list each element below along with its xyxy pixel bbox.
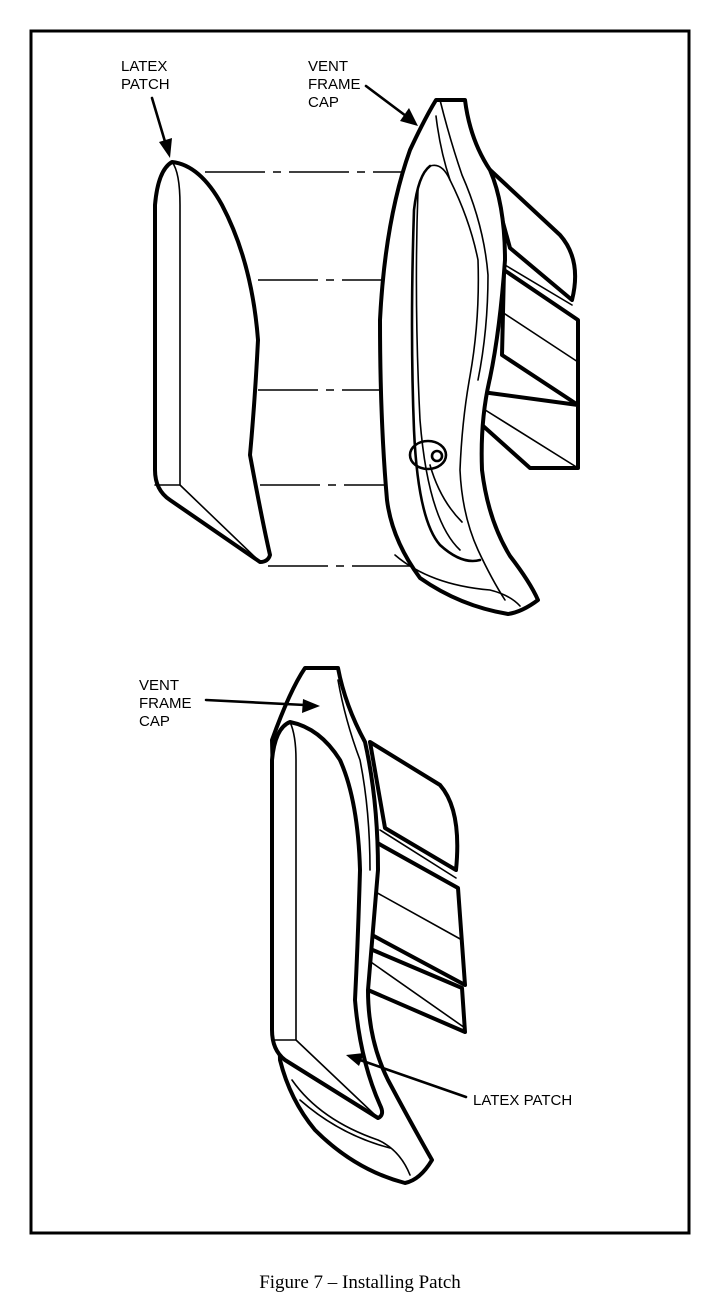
figure-border [29,29,691,1235]
vent-frame-cap-top [378,98,540,616]
label-vent-frame-cap-top-1: VENT [308,58,348,75]
latex-patch-top [153,160,272,564]
vent-frame-fins-bottom [366,740,467,1034]
leader-arrows-top [150,84,418,158]
figure-caption: Figure 7 – Installing Patch [259,1272,461,1293]
label-latex-patch-bottom: LATEX PATCH [473,1092,572,1109]
installed-view [204,666,468,1185]
label-vent-frame-cap-bottom-1: VENT [139,677,179,694]
label-latex-patch-top-2: PATCH [121,76,170,93]
exploded-view [150,84,580,616]
label-vent-frame-cap-bottom-2: FRAME [139,695,192,712]
label-vent-frame-cap-top-2: FRAME [308,76,361,93]
label-vent-frame-cap-bottom-3: CAP [139,713,170,730]
latex-patch-bottom [270,720,385,1120]
label-latex-patch-top-1: LATEX [121,58,167,75]
label-vent-frame-cap-top-3: CAP [308,94,339,111]
leader-arrows-bottom [204,698,468,1099]
